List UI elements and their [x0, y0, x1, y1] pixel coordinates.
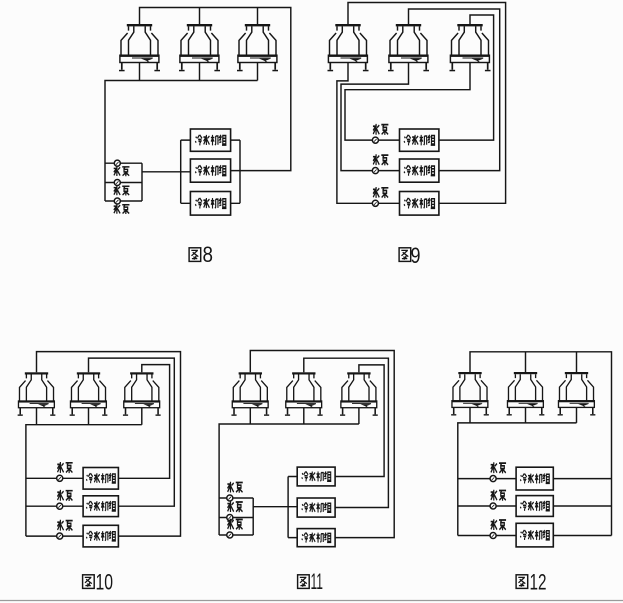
- svg-text:8: 8: [203, 242, 214, 267]
- svg-text:9: 9: [411, 243, 421, 268]
- svg-text:12: 12: [530, 570, 547, 595]
- svg-text:10: 10: [96, 570, 114, 595]
- svg-text:11: 11: [311, 569, 324, 594]
